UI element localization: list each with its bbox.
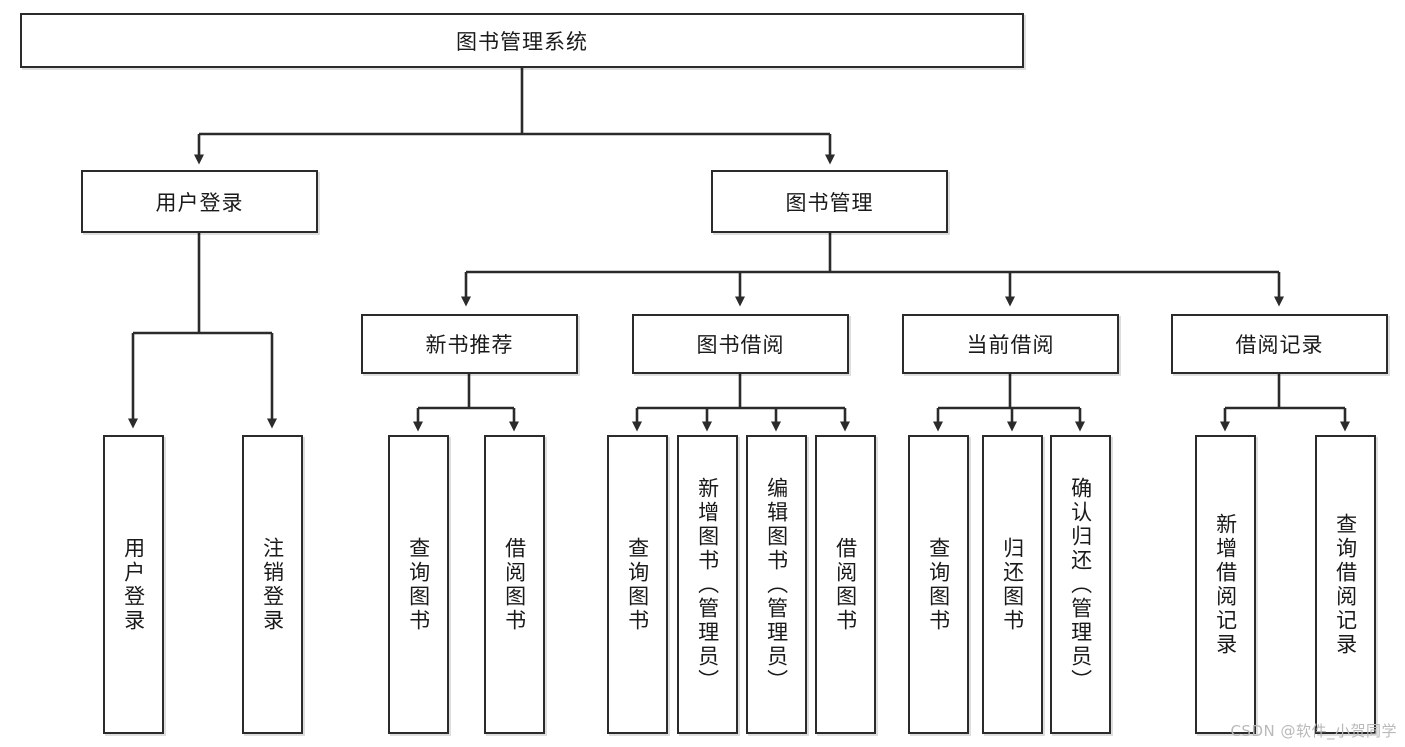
leaf-record-add[interactable]: 新增借阅记录 <box>1195 435 1256 734</box>
node-label: 借阅图书 <box>502 536 527 633</box>
node-label: 图书管理 <box>785 190 874 215</box>
node-label: 图书管理系统 <box>456 29 588 54</box>
leaf-current-return-book[interactable]: 归还图书 <box>982 435 1043 734</box>
node-label: 当前借阅 <box>966 333 1055 357</box>
node-current-borrow[interactable]: 当前借阅 <box>902 314 1119 374</box>
node-user-login[interactable]: 用户登录 <box>81 170 318 233</box>
node-new-book-recommend[interactable]: 新书推荐 <box>361 314 578 374</box>
node-label: 查询图书 <box>625 536 650 633</box>
leaf-current-query-book[interactable]: 查询图书 <box>908 435 969 734</box>
node-root[interactable]: 图书管理系统 <box>20 13 1024 68</box>
node-label: 用户登录 <box>155 190 244 215</box>
node-borrow-record[interactable]: 借阅记录 <box>1171 314 1388 374</box>
leaf-current-confirm-return[interactable]: 确认归还（管理员） <box>1050 435 1111 734</box>
node-label: 查询图书 <box>926 536 951 633</box>
node-label: 注销登录 <box>260 536 285 633</box>
node-label: 确认归还（管理员） <box>1068 476 1093 693</box>
node-label: 归还图书 <box>1000 536 1025 633</box>
node-book-borrow[interactable]: 图书借阅 <box>632 314 849 374</box>
watermark: CSDN @软件_小贺同学 <box>1230 722 1397 740</box>
node-label: 编辑图书（管理员） <box>764 476 789 693</box>
node-label: 查询图书 <box>406 536 431 633</box>
leaf-borrow-add-book[interactable]: 新增图书（管理员） <box>677 435 738 734</box>
leaf-new-book-borrow[interactable]: 借阅图书 <box>484 435 545 734</box>
leaf-borrow-borrow-book[interactable]: 借阅图书 <box>815 435 876 734</box>
leaf-borrow-query-book[interactable]: 查询图书 <box>607 435 668 734</box>
leaf-new-book-query[interactable]: 查询图书 <box>388 435 449 734</box>
node-label: 借阅图书 <box>833 536 858 633</box>
node-label: 新书推荐 <box>425 333 514 357</box>
leaf-user-login-logout[interactable]: 注销登录 <box>242 435 303 734</box>
node-label: 借阅记录 <box>1235 333 1324 357</box>
leaf-record-query[interactable]: 查询借阅记录 <box>1315 435 1376 734</box>
leaf-borrow-edit-book[interactable]: 编辑图书（管理员） <box>746 435 807 734</box>
node-label: 查询借阅记录 <box>1333 512 1358 657</box>
leaf-user-login-login[interactable]: 用户登录 <box>103 435 164 734</box>
node-label: 新增图书（管理员） <box>695 476 720 693</box>
node-label: 用户登录 <box>121 536 146 633</box>
node-label: 图书借阅 <box>696 333 785 357</box>
node-label: 新增借阅记录 <box>1213 512 1238 657</box>
node-book-management[interactable]: 图书管理 <box>711 170 948 233</box>
